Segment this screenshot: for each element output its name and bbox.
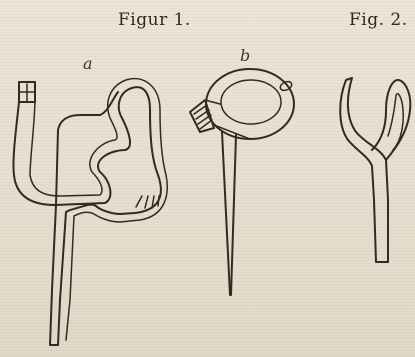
tube-b-tail-right [231, 135, 236, 295]
tube-a-bend-marks [136, 196, 159, 208]
tube-b-tail-left [222, 132, 230, 295]
tube-a-outer-contour [13, 87, 160, 345]
fig2-hook-inner [388, 94, 403, 150]
tube-a-end-mark [20, 84, 34, 101]
figure-1a-tube [13, 79, 167, 345]
figure-1b-tube [190, 69, 294, 295]
tube-b-inner-loop [221, 80, 281, 124]
fig2-hook-outer [372, 80, 410, 160]
figure-2-tube [340, 78, 410, 262]
fig2-outer-contour [340, 78, 388, 262]
